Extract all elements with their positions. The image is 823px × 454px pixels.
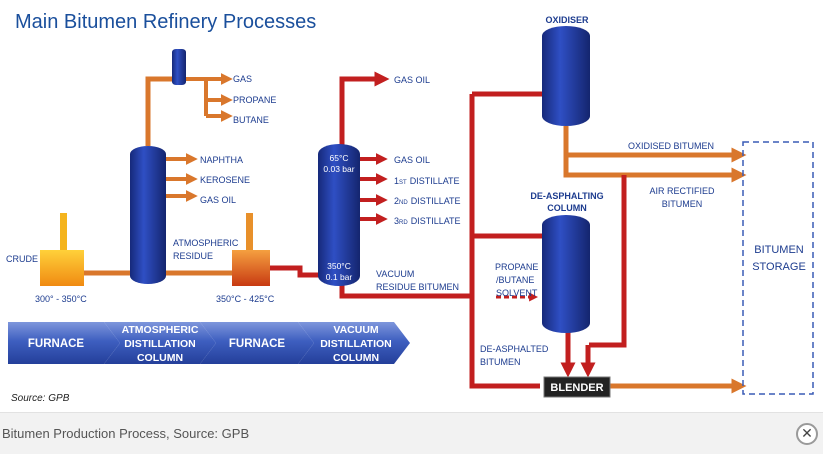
label-air-rectified-2: BITUMEN — [662, 199, 703, 209]
bitumen-storage: BITUMEN STORAGE — [742, 141, 814, 395]
label-vac-residue-1: VACUUM — [376, 269, 414, 279]
blender-unit: BLENDER — [543, 376, 611, 398]
process-step-vac-column: VACUUM DISTILLATION COLUMN — [298, 322, 410, 364]
pipe-air-rectified — [563, 155, 747, 183]
label-vac-residue-2: RESIDUE BITUMEN — [376, 282, 459, 292]
process-step-furnace-2: FURNACE — [200, 322, 314, 364]
vacuum-distillation-column — [318, 144, 360, 286]
labels: CRUDE 300° - 350°C 350°C - 425°C GAS PRO… — [6, 15, 715, 367]
label-deasphalted-1: DE-ASPHALTED — [480, 344, 549, 354]
blender-label: BLENDER — [550, 382, 603, 394]
label-kerosene: KEROSENE — [200, 175, 250, 185]
pipe-vac-residue — [339, 285, 472, 299]
label-vac-top-pressure: 0.03 bar — [323, 164, 354, 174]
source-note: Source: GPB — [11, 393, 70, 404]
furnace-1 — [40, 213, 84, 286]
label-propane-top: PROPANE — [233, 95, 276, 105]
label-butane-top: BUTANE — [233, 115, 269, 125]
process-step-label: FURNACE — [229, 338, 286, 350]
furnace-2 — [232, 213, 270, 286]
oxidiser-vessel — [542, 26, 590, 126]
pipe-propane-top — [204, 79, 222, 116]
process-step-furnace-1: FURNACE — [8, 322, 120, 364]
pipe-air-rectified-down — [589, 175, 627, 348]
label-furnace2-temp: 350°C - 425°C — [216, 294, 275, 304]
diagram-title: Main Bitumen Refinery Processes — [15, 11, 316, 33]
label-gasoil-vac: GAS OIL — [394, 155, 430, 165]
storage-label-2: STORAGE — [752, 261, 806, 273]
label-solvent-2: /BUTANE — [496, 275, 534, 285]
close-icon: ✕ — [801, 426, 813, 442]
pipe-atm-top — [145, 76, 178, 146]
process-step-label: COLUMN — [333, 352, 379, 364]
process-step-label: COLUMN — [137, 352, 183, 364]
label-solvent-3: SOLVENT — [496, 288, 538, 298]
label-deasphalted-2: BITUMEN — [480, 357, 521, 367]
label-vac-bottom-pressure: 0.1 bar — [326, 272, 353, 282]
process-step-label: ATMOSPHERIC — [122, 324, 199, 336]
close-button[interactable]: ✕ — [796, 423, 818, 445]
label-atm-residue-2: RESIDUE — [173, 251, 213, 261]
atmospheric-distillation-column — [130, 146, 166, 284]
refinery-process-diagram: Main Bitumen Refinery Processes — [2, 11, 814, 404]
label-deasphalting-1: DE-ASPHALTING — [530, 191, 603, 201]
process-steps: FURNACE ATMOSPHERIC DISTILLATION COLUMN … — [8, 322, 410, 364]
deasphalting-column — [542, 215, 590, 333]
label-atm-residue-1: ATMOSPHERIC — [173, 238, 239, 248]
label-vac-bottom-temp: 350°C — [327, 261, 351, 271]
process-step-label: FURNACE — [28, 338, 85, 350]
image-caption: Bitumen Production Process, Source: GPB — [2, 426, 250, 441]
label-vac-top-temp: 65°C — [330, 153, 349, 163]
pipe-vac-top-gasoil — [339, 71, 390, 146]
pipes — [2, 71, 747, 394]
gas-stack-vessel — [172, 49, 186, 85]
process-step-label: DISTILLATION — [320, 338, 392, 350]
label-furnace1-temp: 300° - 350°C — [35, 294, 87, 304]
label-gasoil-vac-top: GAS OIL — [394, 75, 430, 85]
label-gas-top: GAS — [233, 74, 252, 84]
label-solvent-1: PROPANE — [495, 262, 538, 272]
label-air-rectified-1: AIR RECTIFIED — [649, 186, 715, 196]
process-step-label: DISTILLATION — [124, 338, 196, 350]
label-oxidiser: OXIDISER — [545, 15, 589, 25]
pipe-red-trunk — [469, 94, 540, 389]
caption-bar: Bitumen Production Process, Source: GPB … — [0, 412, 823, 454]
process-step-atm-column: ATMOSPHERIC DISTILLATION COLUMN — [104, 322, 216, 364]
pipe-furnace2-to-vac — [270, 265, 322, 278]
label-gasoil-atm: GAS OIL — [200, 195, 236, 205]
process-step-label: VACUUM — [333, 324, 379, 336]
label-deasphalting-2: COLUMN — [547, 203, 587, 213]
label-oxidised-bitumen: OXIDISED BITUMEN — [628, 141, 714, 151]
label-naphtha: NAPHTHA — [200, 155, 243, 165]
label-crude: CRUDE — [6, 254, 38, 264]
storage-label-1: BITUMEN — [754, 244, 804, 256]
